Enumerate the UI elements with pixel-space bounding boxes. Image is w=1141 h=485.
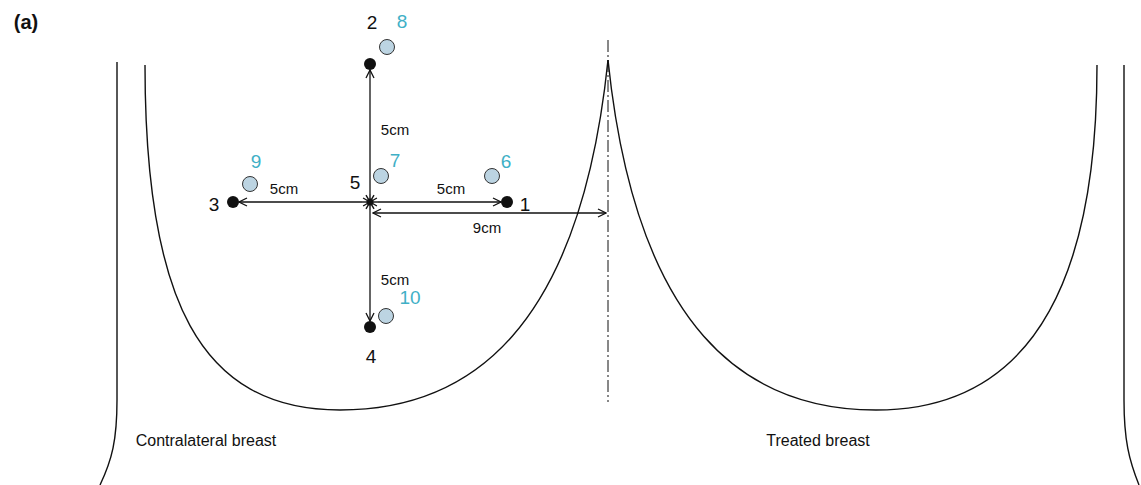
- dimension-arrow: [373, 212, 606, 213]
- point-number: 8: [397, 12, 408, 31]
- point-number: 10: [399, 288, 420, 307]
- star-ray: [366, 195, 374, 209]
- point-number: 6: [501, 152, 512, 171]
- distance-arrow: [369, 210, 370, 321]
- point-number: 4: [366, 347, 377, 366]
- measurement-dot: 3: [227, 196, 239, 208]
- torso-outline-right: [1124, 65, 1139, 485]
- center-point: 5: [362, 194, 378, 210]
- measurement-dot: 1: [501, 196, 513, 208]
- distance-label: 5cm: [379, 122, 411, 139]
- measurement-circle: 10: [378, 308, 394, 324]
- distance-label: 5cm: [379, 272, 411, 289]
- torso-outline-left: [100, 62, 117, 485]
- region-label: Treated breast: [766, 432, 869, 450]
- measurement-circle: 9: [242, 176, 258, 192]
- point-number: 3: [209, 195, 220, 214]
- measurement-circle: 6: [484, 168, 500, 184]
- star-ray: [363, 198, 377, 206]
- star-core: [367, 199, 374, 206]
- point-number: 1: [520, 195, 531, 214]
- point-number: 2: [367, 13, 378, 32]
- contralateral-breast-outline: [145, 60, 608, 410]
- measurement-circle: 7: [373, 168, 389, 184]
- distance-label: 5cm: [435, 181, 467, 198]
- measurement-circle: 8: [379, 39, 395, 55]
- distance-arrow: [369, 70, 370, 194]
- point-number: 7: [390, 151, 401, 170]
- distance-arrow: [378, 201, 501, 202]
- dimension-label: 9cm: [473, 220, 501, 237]
- midline: [608, 40, 609, 402]
- point-number: 9: [251, 152, 262, 171]
- star-symbol: [362, 194, 378, 210]
- distance-arrow: [239, 201, 362, 202]
- measurement-dot: 4: [364, 321, 376, 333]
- measurement-dot: 2: [364, 58, 376, 70]
- star-ray: [363, 198, 377, 206]
- distance-label: 5cm: [268, 181, 300, 198]
- point-number: 5: [350, 173, 361, 192]
- region-label: Contralateral breast: [136, 432, 277, 450]
- panel-letter: (a): [14, 11, 38, 33]
- treated-breast-outline: [608, 60, 1097, 410]
